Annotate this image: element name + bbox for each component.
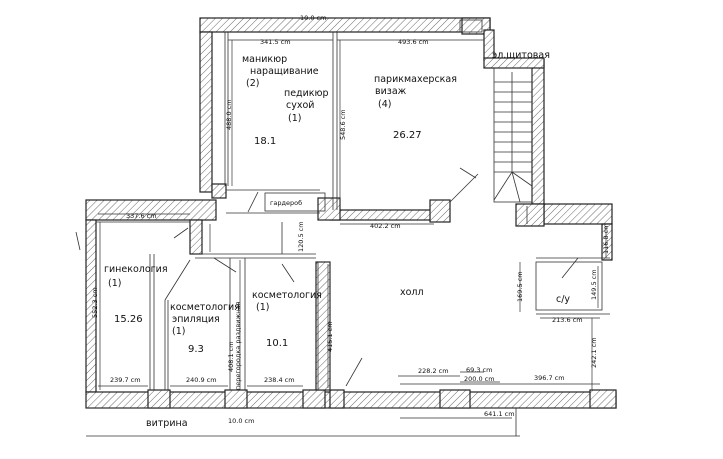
pier-1 (147, 389, 171, 409)
bathroom-label: с/у (556, 294, 570, 305)
wall-top-right-block (461, 17, 491, 35)
dim-gyn-height: 552.3 cm (91, 287, 99, 318)
wall-gyn-door-pier (189, 219, 203, 255)
gynecology-label: гинекология (104, 264, 168, 275)
pier-6 (589, 389, 617, 409)
dim-top-outer: 10.0 cm (300, 14, 326, 22)
wall-top (199, 17, 491, 33)
manicure-count: (2) (246, 78, 259, 89)
upper-partitions (224, 19, 483, 214)
storefront-label: витрина (146, 418, 188, 429)
pier-5 (439, 389, 471, 409)
epilation-label-2: эпиляция (172, 314, 220, 325)
hair-label-2: визаж (375, 86, 407, 97)
cosmetology-area: 10.1 (266, 338, 288, 349)
dimension-labels: 10.0 cm 341.5 cm 493.6 cm 488.0 cm 548.6… (91, 14, 610, 425)
wall-right-upper (543, 203, 613, 225)
dim-bath-bottom: 213.6 cm (552, 316, 583, 324)
electrical-panel-box (459, 19, 483, 33)
dim-hall-d: 396.7 cm (534, 374, 565, 382)
hair-count: (4) (378, 99, 391, 110)
wall-upper-left (199, 31, 213, 193)
dim-bath-height: 169.5 cm (516, 271, 524, 302)
pedicure-label-2: сухой (286, 100, 314, 111)
dim-manicure-height: 488.0 cm (225, 99, 233, 130)
dim-hair-bottom: 402.2 cm (370, 222, 401, 230)
dim-epil-bottom: 240.9 cm (186, 376, 217, 384)
wardrobe-label: гардероб (270, 199, 302, 207)
dim-top-left: 341.5 cm (260, 38, 291, 46)
wall-stair-right (531, 59, 545, 205)
wall-hair-bottom (329, 209, 435, 221)
dim-hall-c: 200.0 cm (464, 375, 495, 383)
dim-gyn-top: 337.6 cm (126, 212, 157, 220)
lower-partitions (86, 221, 616, 437)
dim-gyn-bottom: 239.7 cm (110, 376, 141, 384)
lower-walls (85, 199, 617, 409)
hair-area: 26.27 (393, 130, 422, 141)
dim-cosmo-bottom: 238.4 cm (264, 376, 295, 384)
wall-upper-left-corner (211, 183, 227, 199)
wall-right-pier (515, 203, 545, 227)
dim-hall-right: 242.1 cm (590, 337, 598, 368)
epilation-count: (1) (172, 326, 185, 337)
upper-walls (199, 17, 545, 223)
dim-top-right: 493.6 cm (398, 38, 429, 46)
dim-cosmo-right: 415.1 cm (326, 321, 334, 352)
electrical-label: эл.щитовая (492, 50, 550, 61)
room-labels: маникюр наращивание (2) педикюр сухой (1… (104, 50, 570, 429)
cosmetology-count: (1) (256, 302, 269, 313)
wall-right-mid (601, 223, 613, 261)
dim-hall-e: 641.1 cm (484, 410, 515, 418)
dim-cosmo-height: 408.1 cm (227, 341, 235, 372)
dim-bath-inner: 149.5 cm (590, 269, 598, 300)
wall-wardrobe-pier (317, 197, 341, 221)
pedicure-label-1: педикюр (284, 88, 329, 99)
hall-label: холл (400, 287, 424, 298)
bathroom-box (535, 261, 603, 311)
wall-hair-bottom-pier (429, 199, 451, 223)
manicure-label-1: маникюр (242, 54, 287, 65)
doors (75, 167, 579, 387)
pier-4 (329, 389, 345, 409)
epilation-label-1: косметология (170, 302, 240, 313)
gynecology-area: 15.26 (114, 314, 143, 325)
gynecology-count: (1) (108, 278, 121, 289)
epilation-area: 9.3 (188, 344, 204, 355)
dim-corridor-small: 120.5 cm (297, 221, 305, 252)
dim-hair-height: 548.6 cm (339, 109, 347, 140)
pedicure-area: 18.1 (254, 136, 276, 147)
wardrobe-box (264, 192, 326, 212)
dimension-lines (98, 39, 607, 419)
hair-label-1: парикмахерская (374, 74, 457, 85)
wall-gyn-top (85, 199, 217, 221)
staircase (493, 67, 533, 203)
dim-hall-b: 69.3 cm (466, 366, 492, 374)
dim-bottom-outer: 10.0 cm (228, 417, 254, 425)
manicure-label-2: наращивание (250, 66, 319, 77)
partition-note: перегородка раздвижная (234, 301, 242, 390)
dim-bath-top: 116.8 cm (602, 223, 610, 254)
dim-hall-a: 228.2 cm (418, 367, 449, 375)
cosmetology-label: косметология (252, 290, 322, 301)
pedicure-count: (1) (288, 113, 301, 124)
pier-3 (302, 389, 326, 409)
pier-2 (224, 389, 248, 409)
